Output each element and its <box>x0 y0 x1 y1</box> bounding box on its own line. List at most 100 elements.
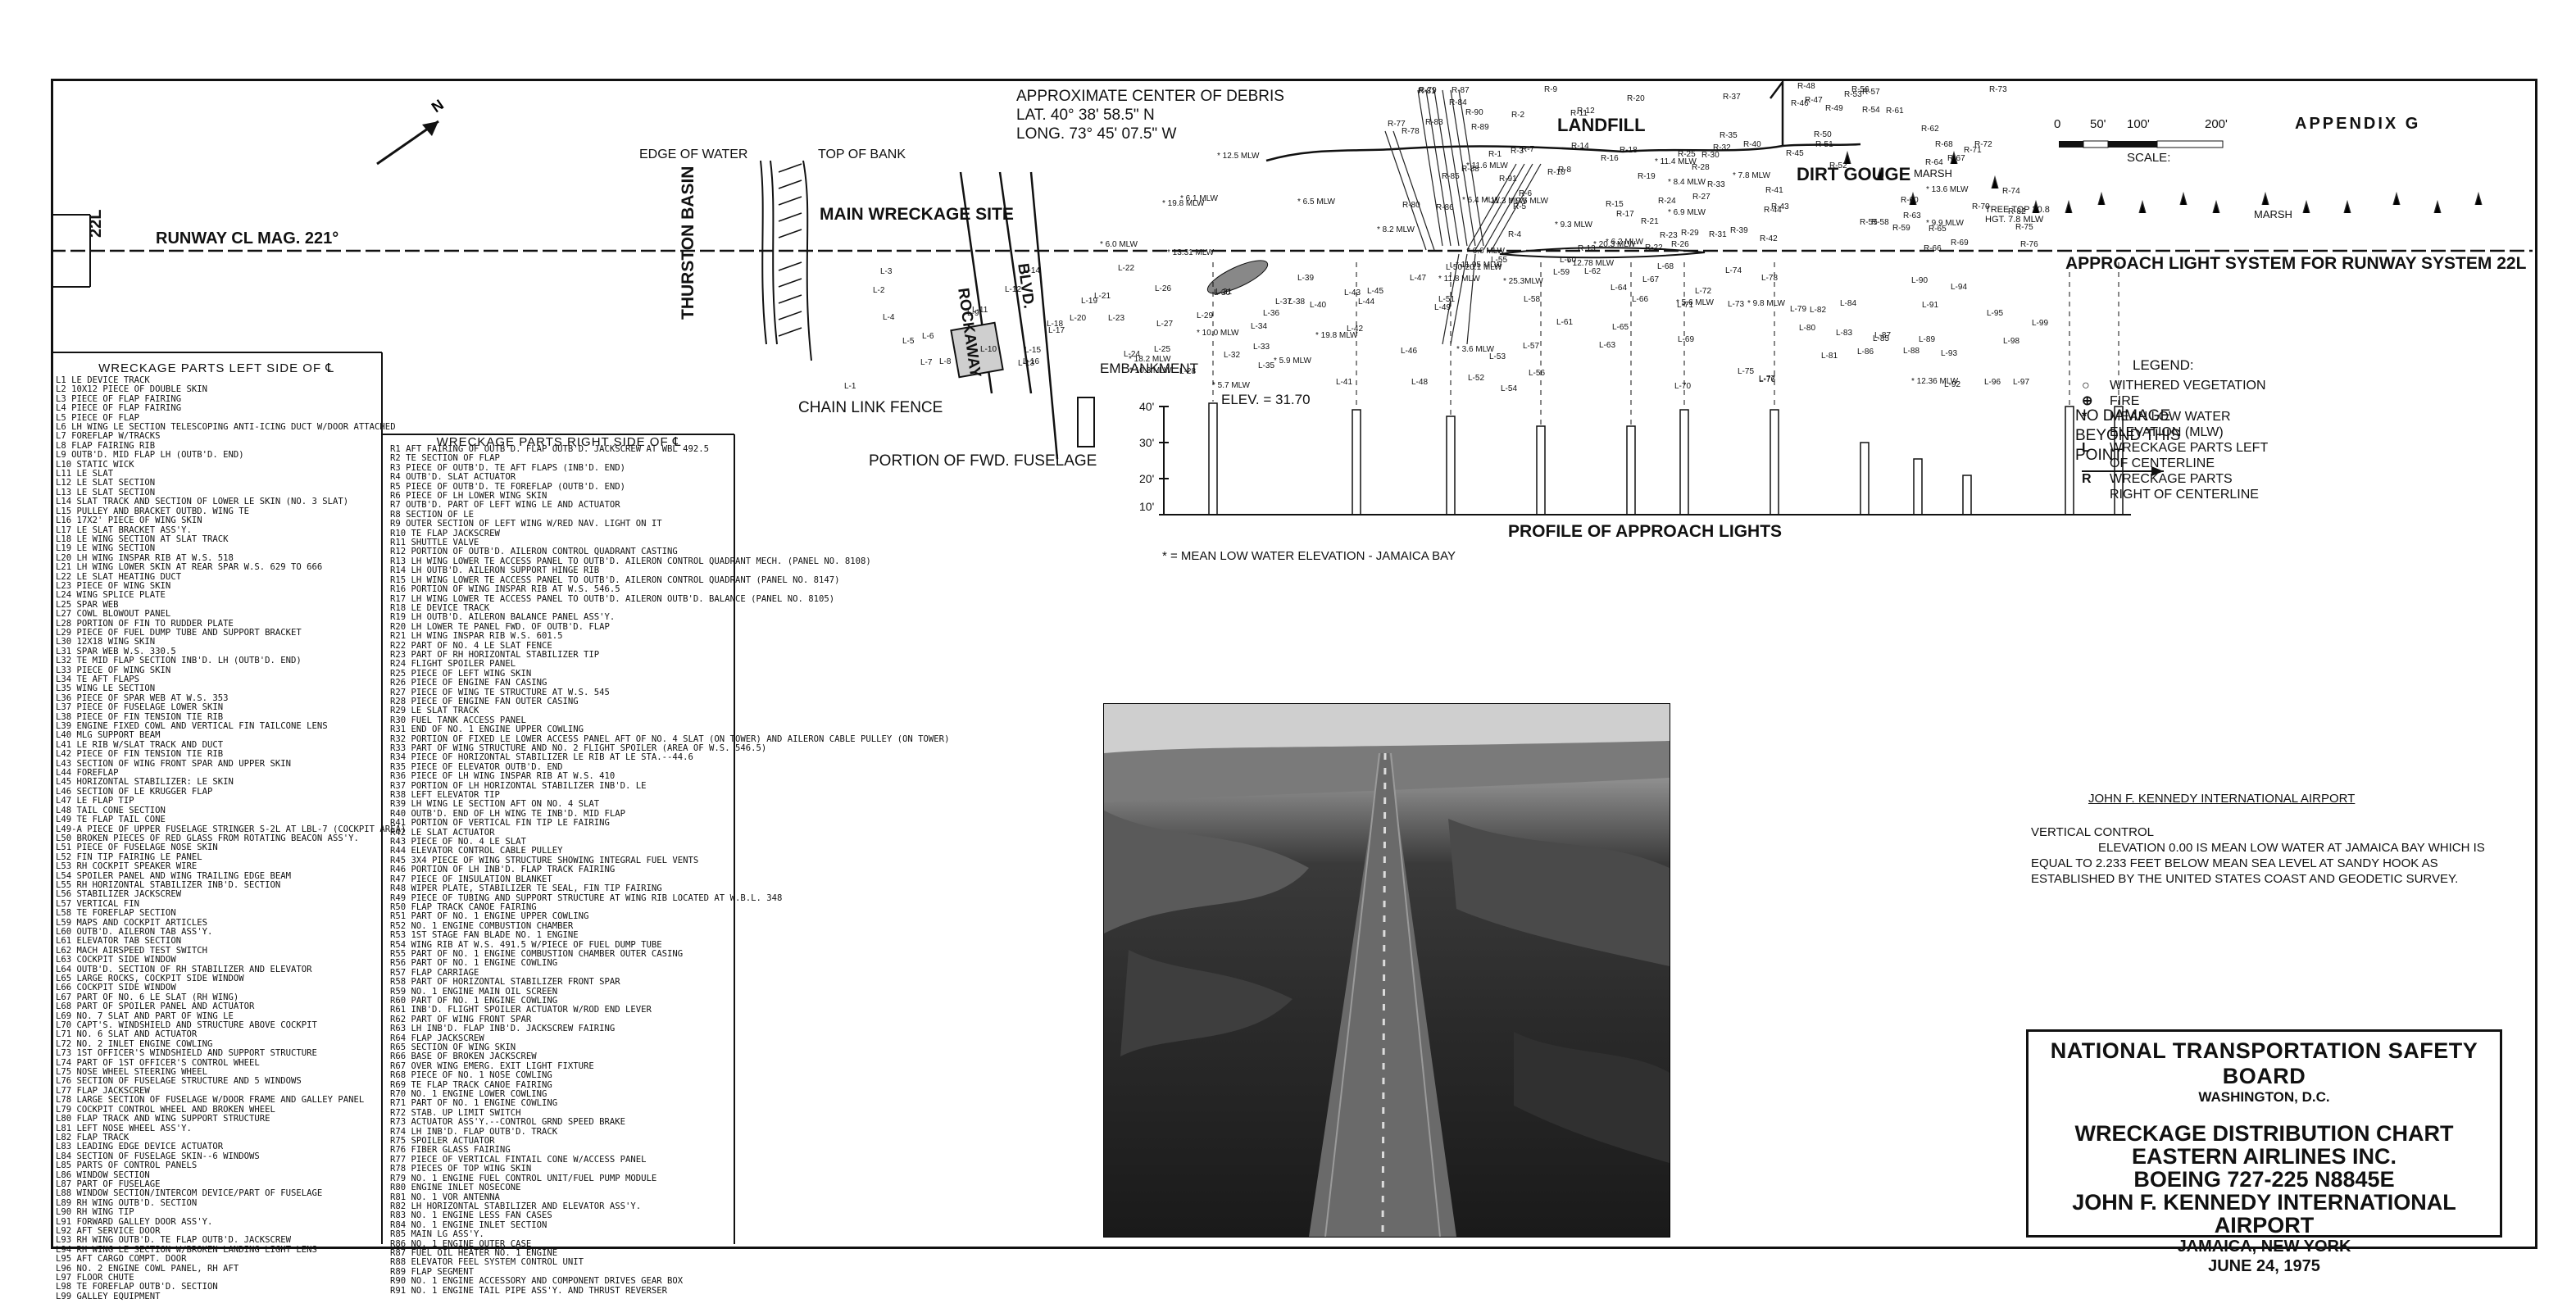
wreckage-part-tag: R-74 <box>2002 187 2020 196</box>
left-part-item: L48 TAIL CONE SECTION <box>56 805 166 815</box>
left-part-item: L49 TE FLAP TAIL CONE <box>56 815 166 825</box>
main-wreckage-site-box <box>950 321 1004 379</box>
mlw-elevation-mark: * 7.8 MLW <box>1733 171 1770 180</box>
right-part-item: R72 STAB. UP LIMIT SWITCH <box>390 1107 521 1118</box>
wreckage-part-tag: L-33 <box>1253 343 1270 352</box>
runway-label: RUNWAY CL MAG. 221° <box>156 229 339 248</box>
right-part-item: R52 NO. 1 ENGINE COMBUSTION CHAMBER <box>390 920 574 931</box>
right-part-item: R28 PIECE OF ENGINE FAN OUTER CASING <box>390 696 579 706</box>
mlw-elevation-mark: * 12.5 MLW <box>1217 152 1260 161</box>
wreckage-part-tag: L-66 <box>1632 295 1649 304</box>
right-part-item: R35 PIECE OF ELEVATOR OUTB'D. END <box>390 761 563 772</box>
dirt-gouge-label: DIRT GOUGE <box>1797 164 1911 184</box>
right-part-item: R44 ELEVATOR CONTROL CABLE PULLEY <box>390 846 563 856</box>
wreckage-part-tag: R-28 <box>1692 163 1710 172</box>
right-part-item: R85 MAIN LG ASS'Y. <box>390 1229 484 1240</box>
left-part-item: L9 OUTB'D. MID FLAP LH (OUTB'D. END) <box>56 450 244 461</box>
right-part-item: R13 LH WING LOWER TE ACCESS PANEL TO OUT… <box>390 556 871 566</box>
right-part-item: R65 SECTION OF WING SKIN <box>390 1042 516 1052</box>
wreckage-part-tag: R-43 <box>1771 202 1789 211</box>
wreckage-part-tag: L-53 <box>1489 352 1506 361</box>
left-part-item: L67 PART OF NO. 6 LE SLAT (RH WING) <box>56 992 239 1002</box>
wreckage-part-tag: R-35 <box>1720 131 1738 140</box>
wreckage-part-tag: R-3 <box>1511 147 1524 156</box>
wreckage-part-tag: R-50 <box>1814 130 1832 139</box>
wreckage-part-tag: R-54 <box>1862 106 1880 115</box>
wreckage-part-tag: L-85 <box>1873 334 1890 343</box>
tower-dashed-lines <box>1212 262 2119 425</box>
scale-tick-200: 200' <box>2205 117 2228 131</box>
wreckage-part-tag: L-39 <box>1297 274 1315 283</box>
left-part-item: L16 17x2' PIECE OF WING SKIN <box>56 515 202 526</box>
left-part-item: L24 WING SPLICE PLATE <box>56 590 166 601</box>
left-part-item: L40 MLG SUPPORT BEAM <box>56 730 161 741</box>
scale-tick-100: 100' <box>2127 117 2150 131</box>
wreckage-part-tag: L-42 <box>1347 325 1364 334</box>
wreckage-part-tag: L-70 <box>1674 382 1692 391</box>
right-part-item: R14 LH OUTB'D. AILERON SUPPORT HINGE RIB <box>390 565 600 576</box>
wreckage-part-tag: L-25 <box>1154 345 1171 354</box>
wreckage-part-tag: L-61 <box>1556 318 1574 327</box>
wreckage-part-tag: L-86 <box>1857 347 1874 357</box>
right-part-item: R79 NO. 1 ENGINE FUEL CONTROL UNIT/FUEL … <box>390 1173 657 1183</box>
left-part-item: L49-A PIECE OF UPPER FUSELAGE STRINGER S… <box>56 824 407 834</box>
wreckage-scatter-lines <box>1384 89 1542 345</box>
wreckage-part-tag: L-45 <box>1367 287 1384 296</box>
right-part-item: R61 INB'D. FLIGHT SPOILER ACTUATOR W/ROD… <box>390 1005 652 1015</box>
wreckage-part-tag: L-82 <box>1810 306 1827 315</box>
wreckage-part-tag: R-18 <box>1620 146 1638 155</box>
wreckage-part-tag: L-52 <box>1468 374 1485 383</box>
left-part-item: L22 LE SLAT HEATING DUCT <box>56 571 182 582</box>
left-part-item: L12 LE SLAT SECTION <box>56 478 156 488</box>
left-part-item: L62 MACH AIRSPEED TEST SWITCH <box>56 945 207 956</box>
right-part-item: R29 LE SLAT TRACK <box>390 706 479 716</box>
wreckage-part-tag: L-58 <box>1524 295 1541 304</box>
right-part-item: R80 ENGINE INLET NOSECONE <box>390 1183 521 1193</box>
legend: LEGEND: ○WITHERED VEGETATION ⊕FIRE *MEAN… <box>2082 357 2274 502</box>
mlw-elevation-mark: * 11.95 MLW <box>1456 261 1502 270</box>
wreckage-part-tag: R-70 <box>1972 202 1990 211</box>
mlw-elevation-mark: * 25.3MLW <box>1503 277 1543 286</box>
left-part-item: L28 PORTION OF FIN TO RUDDER PLATE <box>56 618 234 629</box>
wreckage-part-tag: R-32 <box>1713 143 1731 152</box>
left-part-item: L56 STABILIZER JACKSCREW <box>56 889 182 900</box>
right-part-item: R30 FUEL TANK ACCESS PANEL <box>390 715 526 725</box>
right-part-item: R87 FUEL OIL HEATER NO. 1 ENGINE <box>390 1247 558 1258</box>
wreckage-part-tag: L-29 <box>1197 311 1214 320</box>
left-part-item: L76 SECTION OF FUSELAGE STRUCTURE AND 5 … <box>56 1076 302 1087</box>
wreckage-part-tag: R-31 <box>1709 230 1727 239</box>
wreckage-part-tag: R-2 <box>1511 111 1525 120</box>
wreckage-part-tag: L-68 <box>1657 262 1674 271</box>
right-part-item: R2 TE SECTION OF FLAP <box>390 453 500 464</box>
wreckage-part-tag: R-27 <box>1692 193 1711 202</box>
right-part-item: R22 PART OF NO. 4 LE SLAT FENCE <box>390 640 552 651</box>
wreckage-part-tag: L-54 <box>1501 384 1518 393</box>
right-part-item: R64 FLAP JACKSCREW <box>390 1033 484 1043</box>
scale-tick-50: 50' <box>2090 117 2106 131</box>
profile-tick-20: 20' <box>1139 472 1155 485</box>
wreckage-part-tag: R-91 <box>1499 175 1517 184</box>
water-edge <box>760 160 812 361</box>
left-part-item: L25 SPAR WEB <box>56 599 119 610</box>
embankment-label: EMBANKMENT <box>1100 361 1198 376</box>
right-part-item: R40 OUTB'D. END OF LH WING TE INB'D. MID… <box>390 808 626 819</box>
scale-label: SCALE: <box>2127 151 2171 165</box>
mlw-elevation-mark: * 19.8 MLW <box>1315 331 1358 340</box>
left-part-item: L31 SPAR WEB W.S. 330.5 <box>56 646 176 656</box>
wreckage-part-tag: R-80 <box>1402 201 1420 210</box>
right-part-item: R63 LH INB'D. FLAP INB'D. JACKSCREW FAIR… <box>390 1024 616 1034</box>
ground-gouge <box>1206 260 1269 294</box>
wreckage-part-tag: L-6 <box>922 332 934 341</box>
wreckage-part-tag: L-93 <box>1941 349 1958 358</box>
legend-item-label: WRECKAGE PARTS LEFT OF CENTERLINE <box>2110 441 2268 470</box>
wreckage-part-tag: R-77 <box>1388 120 1406 129</box>
wreckage-part-tag: L-24 <box>1124 350 1141 359</box>
wreckage-part-tag: L-22 <box>1118 264 1135 273</box>
left-part-item: L35 WING LE SECTION <box>56 684 156 694</box>
wreckage-part-tag: R-71 <box>1964 146 1982 155</box>
wreckage-part-tag: R-89 <box>1471 123 1489 132</box>
right-part-item: R15 LH WING LOWER TE ACCESS PANEL TO OUT… <box>390 575 840 585</box>
right-part-item: R91 NO. 1 ENGINE TAIL PIPE ASS'Y. AND TH… <box>390 1285 668 1296</box>
